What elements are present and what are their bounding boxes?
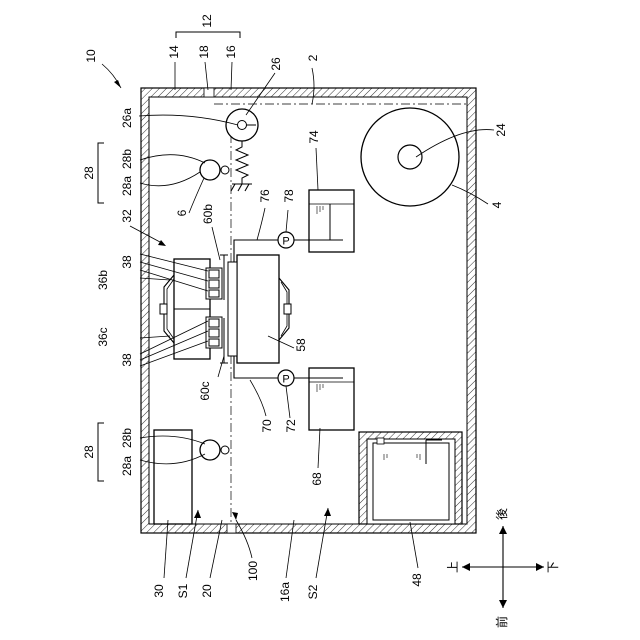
bracket-28-bottom: [98, 423, 104, 481]
label-32: 32: [120, 209, 134, 223]
label-18: 18: [197, 45, 211, 59]
label-4: 4: [490, 201, 504, 208]
sensor-array-38b: [206, 268, 222, 299]
label-28a-bottom: 28a: [120, 456, 134, 476]
label-16: 16: [224, 45, 238, 59]
label-26a: 26a: [120, 108, 134, 128]
label-70: 70: [260, 419, 274, 433]
bracket-12: [176, 32, 240, 38]
bin-48: [359, 432, 462, 524]
arrow-10: [114, 80, 121, 88]
label-74: 74: [307, 130, 321, 144]
label-38-top: 38: [120, 255, 134, 269]
label-28-top: 28: [82, 166, 96, 180]
compass: [462, 526, 544, 608]
label-36b: 36b: [96, 270, 110, 290]
compass-back: 後: [495, 508, 509, 520]
label-76: 76: [258, 189, 272, 203]
label-60c: 60c: [198, 381, 212, 400]
label-72: 72: [284, 419, 298, 433]
label-s1: S1: [176, 583, 190, 598]
pump-72: P: [278, 370, 294, 386]
compass-down: 下: [546, 561, 560, 573]
tank-74: [309, 190, 354, 252]
label-48: 48: [410, 573, 424, 587]
label-28-bottom: 28: [82, 445, 96, 459]
label-100: 100: [246, 561, 260, 581]
label-14: 14: [167, 45, 181, 59]
label-20: 20: [200, 584, 214, 598]
fan-26: [226, 109, 258, 141]
label-12: 12: [200, 14, 214, 28]
label-24: 24: [494, 123, 508, 137]
sensor-array-38c: [206, 317, 222, 348]
label-28a-top: 28a: [120, 176, 134, 196]
label-60b: 60b: [201, 204, 215, 224]
label-58: 58: [294, 338, 308, 352]
label-s2: S2: [306, 584, 320, 599]
label-78: 78: [282, 189, 296, 203]
panel-30: [154, 430, 192, 524]
label-28b-bottom: 28b: [120, 428, 134, 448]
tank-68: [309, 368, 354, 430]
pump-78-symbol: P: [282, 236, 289, 248]
label-2: 2: [306, 54, 320, 61]
label-10: 10: [84, 49, 98, 63]
pump-72-symbol: P: [282, 374, 289, 386]
label-36c: 36c: [96, 327, 110, 346]
compass-up: 上: [446, 561, 460, 573]
label-6: 6: [175, 209, 189, 216]
label-26: 26: [269, 57, 283, 71]
label-16a: 16a: [278, 582, 292, 602]
label-68: 68: [310, 472, 324, 486]
label-28b-top: 28b: [120, 149, 134, 169]
bracket-28-top: [98, 143, 104, 203]
compass-front: 前: [494, 616, 509, 628]
label-38-bottom: 38: [120, 353, 134, 367]
disk-24: [361, 108, 459, 206]
pump-78: P: [278, 232, 294, 248]
label-30: 30: [152, 584, 166, 598]
